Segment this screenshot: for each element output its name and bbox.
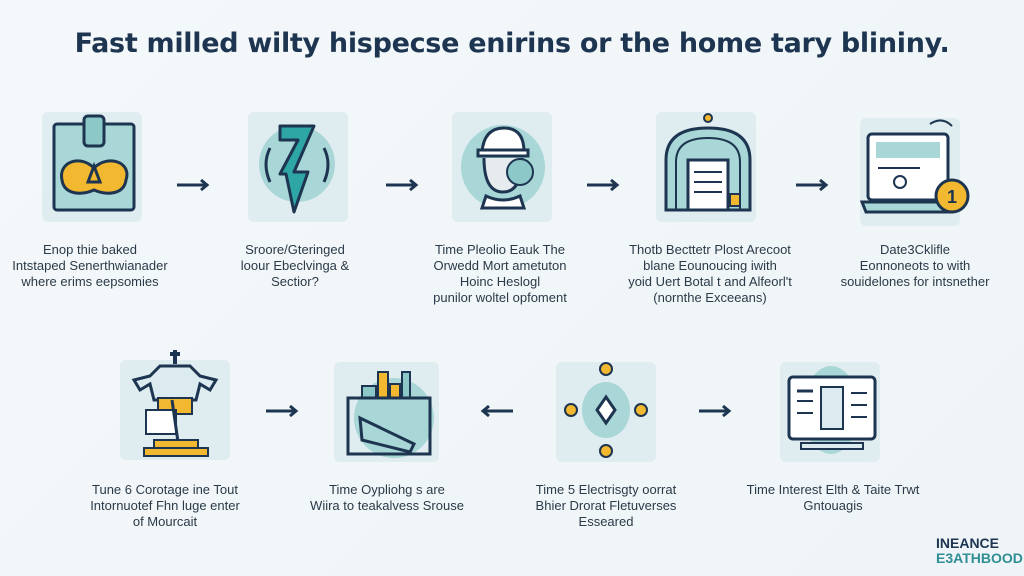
network-hub-icon — [564, 362, 648, 458]
arrow-right-icon — [266, 404, 299, 418]
arrow-right-icon — [177, 178, 210, 192]
caption-line: Time Pleolio Eauk The — [434, 242, 566, 257]
arrow-right-icon — [587, 178, 620, 192]
caption-line: Date3Cklifle — [879, 242, 951, 257]
caption-line: Orwedd Mort ametuton — [433, 258, 567, 273]
caption-line: where erims eepsomies — [21, 274, 159, 289]
caption-line: yoid Uert Botal t and Alfeorl't — [628, 274, 792, 289]
caption-line: Eonnoneots to with — [859, 258, 971, 273]
caption-line: Gntouagis — [803, 498, 863, 513]
arrow-right-icon — [386, 178, 419, 192]
caption-line: Sroore/Gteringed — [245, 242, 345, 257]
reactor-box-icon — [52, 114, 136, 212]
bar-chart-box-icon — [346, 371, 434, 458]
caption-line: Esseared — [578, 514, 634, 529]
caption-line: loour Ebeclvinga & — [240, 258, 350, 273]
caption-line: Intornuotef Fhn luge enter — [90, 498, 240, 513]
caption-line: blane Eounoucing iwith — [643, 258, 777, 273]
laptop-coin-icon: 1 — [860, 119, 970, 214]
arrow-right-icon — [699, 404, 732, 418]
caption-line: Thotb Becttetr Plost Arecoot — [629, 242, 791, 257]
logo-line-2: E3ATHBOOD — [936, 550, 1023, 566]
worker-helmet-icon — [461, 125, 545, 210]
caption-line: punilor woltel opfoment — [433, 290, 567, 305]
house-document-icon — [664, 113, 752, 212]
caption-line: Bhier Drorat Fletuverses — [535, 498, 677, 513]
caption-line: Wiira to teakalvess Srouse — [310, 498, 464, 513]
caption-line: (nornthe Exceeans) — [653, 290, 767, 305]
caption-line: Time Interest Elth & Taite Trwt — [746, 482, 920, 497]
lightning-bolt-icon — [259, 124, 335, 214]
svg-text:1: 1 — [947, 187, 957, 207]
caption-line: Hoinc Heslogl — [459, 274, 541, 289]
tower-machine-icon — [131, 350, 219, 457]
monitor-checklist-icon — [787, 366, 877, 454]
brand-logo: INEANCE E3ATHBOOD — [936, 536, 1023, 566]
caption-line: Time 5 Electrisgty oorrat — [535, 482, 677, 497]
caption-line: Sectior? — [271, 274, 319, 289]
caption-line: Time Oypliohg s are — [329, 482, 445, 497]
caption-line: Enop thie baked — [43, 242, 137, 257]
arrow-left-icon — [480, 404, 513, 418]
caption-line: Tune 6 Corotage ine Tout — [92, 482, 238, 497]
page-title: Fast milled wilty hispecse enirins or th… — [74, 28, 950, 59]
arrow-right-icon — [796, 178, 829, 192]
caption-line: Intstaped Senerthwianader — [12, 258, 168, 273]
caption-line: souidelones for intsnether — [840, 274, 990, 289]
caption-line: of Mourcait — [132, 514, 198, 529]
logo-line-1: INEANCE — [936, 535, 1000, 551]
